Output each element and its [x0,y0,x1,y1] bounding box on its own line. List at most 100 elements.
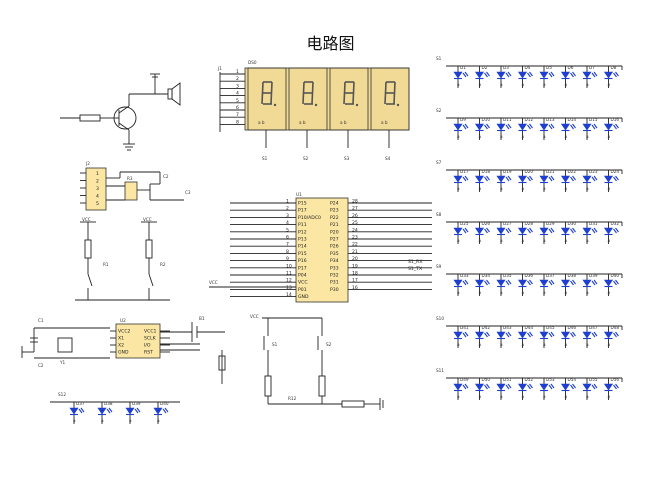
svg-text:a: a [608,342,611,347]
mcu-pin-label: P24 [330,201,339,207]
led-label: D42 [482,325,491,330]
led-label: D21 [546,169,555,174]
svg-text:a: a [608,238,611,243]
page-title: 电路图 [306,34,355,53]
cap-label-c3: C3 [185,190,191,195]
mcu-pin-label: P26 [330,244,339,250]
svg-text:20: 20 [352,256,358,262]
svg-text:1: 1 [286,199,289,205]
svg-text:10: 10 [286,263,292,269]
rtc-pin-label: VCC1 [144,329,157,335]
led-label: D2 [482,65,488,70]
led-icon: D4a [517,65,533,88]
led-icon: D27 a [496,221,512,244]
led-icon: D7a [582,65,598,88]
led-label: D38 [104,401,113,406]
led-label: D28 [525,221,534,226]
svg-text:a: a [522,134,525,139]
svg-text:a: a [157,418,160,423]
svg-text:25: 25 [352,220,358,226]
rtc-ref: U2 [120,318,126,323]
svg-text:a: a [479,342,482,347]
svg-text:a: a [586,186,589,191]
mcu-pin-label: P10/ADC0 [298,215,321,221]
svg-text:a: a [500,134,503,139]
led-icon: D3a [496,65,512,88]
switch-vcc-label: VCC [250,314,259,319]
svg-text:4: 4 [236,91,239,97]
svg-text:11: 11 [286,271,292,277]
mcu-pin-label: P01 [298,287,307,293]
switch-label-s1: S1 [272,342,278,347]
svg-text:a: a [500,186,503,191]
svg-text:26: 26 [352,213,358,219]
led-label: D7 [589,65,595,70]
vcc-label-right: VCC [143,217,152,222]
led-label: D34 [482,273,491,278]
mcu-pin-label: P17 [298,265,307,271]
led-label: D1 [460,65,466,70]
digit-select-label: S4 [385,156,391,161]
mcu-pin-label: P23 [330,208,339,214]
led-label: D27 [503,221,512,226]
svg-text:a: a [522,290,525,295]
led-label: D56 [611,377,620,382]
mcu-pin-label: P22 [330,215,339,221]
svg-text:5: 5 [286,227,289,233]
display-module-label: DS0 [248,60,257,65]
led-label: D37 [76,401,85,406]
led-icon: D6a [560,65,576,88]
svg-text:3: 3 [236,83,239,89]
svg-text:8: 8 [236,119,239,125]
led-label: D38 [568,273,577,278]
led-icon: D42 a [474,325,491,348]
resistor-label-r2: R2 [160,262,166,267]
mcu-pin-label: P31 [330,280,339,286]
led-label: D40 [611,273,620,278]
led-label: D24 [611,169,620,174]
svg-text:a b: a b [299,120,306,125]
mcu-pin-label: P27 [330,237,339,243]
svg-text:9: 9 [286,256,289,262]
led-label: D29 [546,221,555,226]
header-connector-label: J2 [85,161,90,166]
led-label: D23 [589,169,598,174]
cap-label-rtc-c1: C1 [38,318,44,323]
led-label: D26 [482,221,491,226]
svg-text:a: a [543,290,546,295]
svg-text:a b: a b [258,120,265,125]
svg-text:5: 5 [96,201,99,207]
svg-text:22: 22 [352,242,358,248]
led-row-header: S1 [436,56,442,61]
battery-label: B1 [199,316,205,321]
svg-text:1: 1 [236,69,239,75]
svg-text:a: a [565,82,568,87]
led-row-header: S10 [436,316,444,321]
mcu-chip: U1 P151P172P10/ADC03P114P125P136P147P158… [209,192,432,303]
svg-text:a: a [608,394,611,399]
mcu-pin-label: P21 [330,222,339,228]
svg-text:a: a [500,238,503,243]
led-label: D47 [589,325,598,330]
led-icon: D2a [474,65,490,88]
svg-text:a: a [608,290,611,295]
mcu-pin-label: P33 [330,265,339,271]
svg-text:a: a [543,82,546,87]
